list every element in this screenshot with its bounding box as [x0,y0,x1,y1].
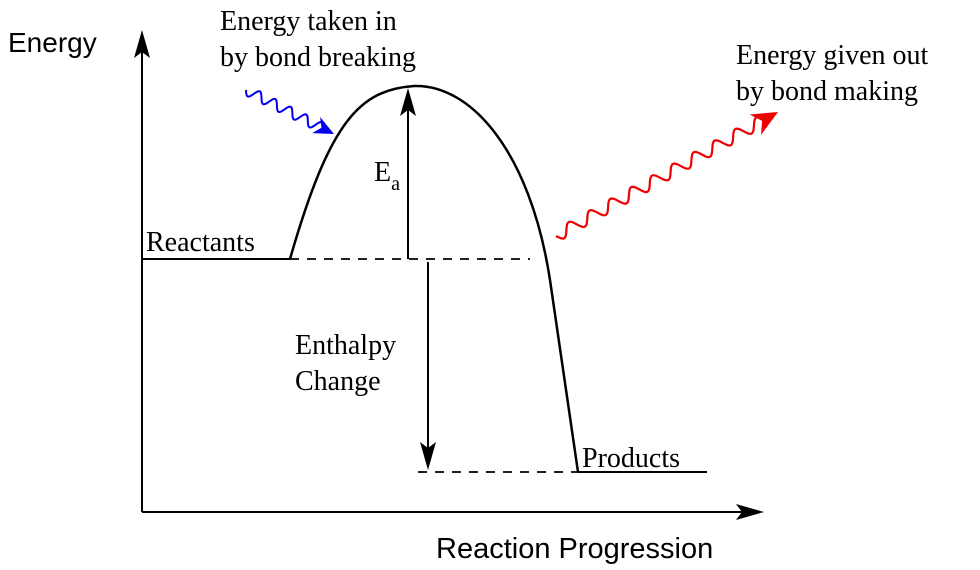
wavy-line [555,115,765,240]
x-axis-label: Reaction Progression [436,533,713,565]
x-axis-arrowhead [736,504,764,520]
activation-energy-label: Ea [374,157,400,195]
enthalpy-change-label-line2: Change [295,366,381,397]
wavy-line [245,89,325,129]
activation-energy-subscript: a [391,173,400,195]
energy-in-label-line2: by bond breaking [220,42,416,73]
energy-out-label-line1: Energy given out [736,40,929,71]
wavy-arrowhead [749,112,778,135]
activation-energy-symbol: E [374,157,391,188]
y-axis-arrowhead [134,30,150,58]
axes [134,30,764,520]
energy-out-label-line2: by bond making [736,76,918,107]
activation-energy-arrowhead [400,88,416,116]
y-axis-label: Energy [8,27,97,58]
enthalpy-change-label-line1: Enthalpy [295,330,396,361]
enthalpy-change-arrowhead [420,442,436,470]
energy-out-wavy-arrow [555,112,778,240]
reaction-curve [288,84,580,473]
products-label: Products [582,443,680,474]
reactants-label: Reactants [146,227,255,258]
wavy-arrowhead [312,117,334,134]
energy-in-wavy-arrow [245,89,334,134]
energy-in-label-line1: Energy taken in [220,6,397,37]
